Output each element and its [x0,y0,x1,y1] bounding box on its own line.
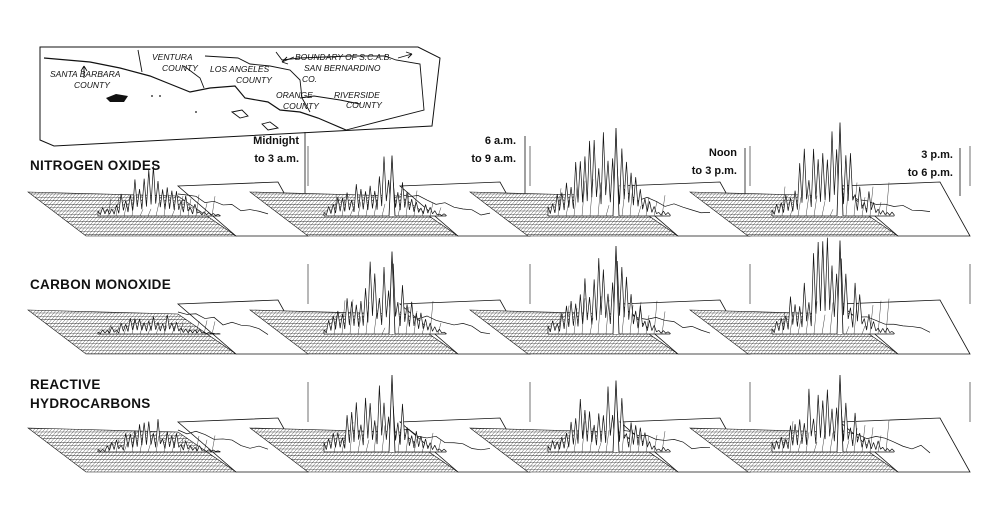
peak-spike [612,245,620,335]
county-label-santa-barbara-2: COUNTY [74,80,111,90]
concentration-surface [771,131,895,217]
county-label-san-bernardino: SAN BERNARDINO [304,63,381,73]
county-label-san-bernardino-2: CO. [302,74,317,84]
time-label-midnight-2: to 3 a.m. [254,153,299,165]
island [106,94,128,102]
county-label-ventura-2: COUNTY [162,63,199,73]
concentration-surface [771,388,895,453]
row-label-carbon-monoxide: CARBON MONOXIDE [30,277,171,292]
time-label-noon: Noon [709,147,737,159]
concentration-surface [97,419,221,453]
surface-panel [689,237,971,355]
county-label-riverside-2: COUNTY [346,100,383,110]
surface-panel [689,122,971,237]
peak-spike [836,374,844,453]
surface-panel [689,374,971,473]
county-label-orange: ORANGE [276,90,313,100]
concentration-surface [323,385,447,453]
peak-spike [836,122,844,217]
surface-panel [249,251,531,355]
land-plane [838,299,971,355]
time-headers: Midnight to 3 a.m. 6 a.m. to 9 a.m. Noon… [253,132,961,196]
region-map: SANTA BARBARA COUNTY VENTURA COUNTY LOS … [39,46,441,147]
county-label-los-angeles-2: COUNTY [236,75,273,85]
county-lines [137,49,425,131]
row-label-reactive: REACTIVE [30,377,101,392]
pointer-arrow-icon [80,65,88,78]
land-plane [838,181,971,237]
concentration-surface [547,132,671,217]
row-labels: NITROGEN OXIDES CARBON MONOXIDE REACTIVE… [30,158,171,411]
island [261,121,280,131]
county-label-santa-barbara: SANTA BARBARA [50,69,121,79]
peak-spike [836,240,844,335]
surface-panel [249,374,531,473]
peak-spike [388,155,396,217]
concentration-surface [323,156,447,217]
boundary-arrow-icon [281,56,295,65]
county-label-orange-2: COUNTY [283,101,320,111]
surface-panel [469,380,751,473]
surface-panel [27,146,309,237]
peak-spike [388,251,396,335]
time-label-6am-2: to 9 a.m. [471,153,516,165]
map-frame [39,46,441,147]
island [230,109,249,119]
county-label-los-angeles: LOS ANGELES [210,64,270,74]
panels-grid [27,122,971,473]
row-label-hydrocarbons: HYDROCARBONS [30,396,151,411]
time-label-3pm-2: to 6 p.m. [908,167,953,179]
boundary-arrow-icon [397,51,413,59]
time-label-midnight: Midnight [253,135,299,147]
concentration-surface [547,386,671,453]
time-label-noon-2: to 3 p.m. [692,165,737,177]
row-label-nitrogen-oxides: NITROGEN OXIDES [30,158,161,173]
county-label-riverside: RIVERSIDE [334,90,380,100]
coastline [43,57,347,131]
boundary-label: BOUNDARY OF S.C.A.B. [295,52,392,62]
peak-spike [388,374,396,453]
time-label-3pm: 3 p.m. [921,149,953,161]
surface-panel [469,245,751,355]
peak-spike [612,380,620,453]
concentration-surface [771,237,895,335]
peak-spike [612,127,620,217]
county-label-ventura: VENTURA [152,52,193,62]
time-label-6am: 6 a.m. [485,135,516,147]
